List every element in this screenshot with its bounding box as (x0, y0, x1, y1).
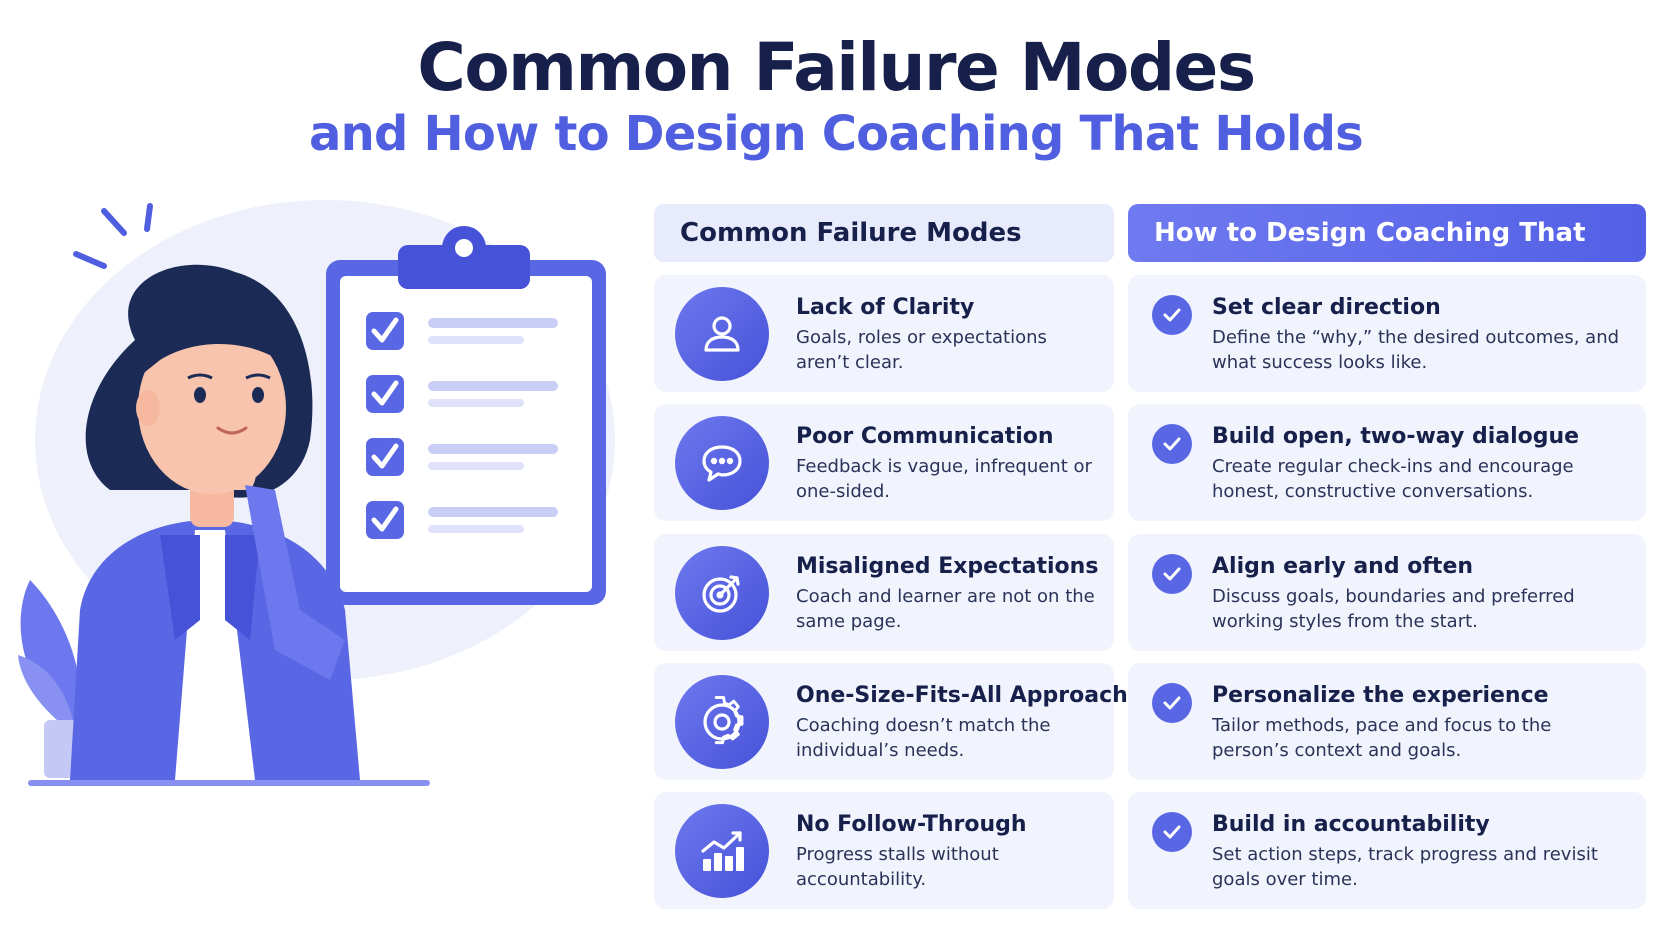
solution-title: Set clear direction (1212, 295, 1441, 320)
check-icon (1152, 683, 1192, 723)
user-icon (675, 287, 769, 381)
failure-card-one-size-fits-all: One-Size-Fits-All Approach Coaching does… (654, 663, 1128, 780)
solution-card-accountability: Build in accountability Set action steps… (1128, 792, 1646, 909)
failure-card-misaligned-expectations: Misaligned Expectations Coach and learne… (654, 534, 1114, 651)
chat-bubble-icon (675, 416, 769, 510)
solution-desc: Discuss goals, boundaries and preferred … (1212, 586, 1575, 632)
solution-desc: Set action steps, track progress and rev… (1212, 844, 1598, 890)
check-icon (1152, 554, 1192, 594)
solution-desc: Create regular check-ins and encourage h… (1212, 456, 1574, 502)
solution-card-align-early: Align early and often Discuss goals, bou… (1128, 534, 1646, 651)
solution-card-set-clear-direction: Set clear direction Define the “why,” th… (1128, 275, 1646, 392)
page-subtitle: and How to Design Coaching That Holds (309, 106, 1364, 162)
failure-desc: Coach and learner are not on the same pa… (796, 586, 1095, 632)
page-title: Common Failure Modes (417, 29, 1256, 106)
solution-card-personalize: Personalize the experience Tailor method… (1128, 663, 1646, 780)
failure-card-lack-of-clarity: Lack of Clarity Goals, roles or expectat… (654, 275, 1114, 392)
failure-desc: Feedback is vague, infrequent or one-sid… (796, 456, 1092, 502)
woman-figure (70, 264, 360, 780)
failure-title: No Follow-Through (796, 812, 1027, 837)
clipboard-icon (326, 226, 606, 605)
target-icon (675, 546, 769, 640)
failure-card-no-follow-through: No Follow-Through Progress stalls withou… (654, 792, 1114, 909)
failure-title: Poor Communication (796, 424, 1054, 449)
solution-title: Personalize the experience (1212, 683, 1549, 708)
failure-desc: Progress stalls without accountability. (796, 844, 999, 890)
failure-title: Misaligned Expectations (796, 554, 1099, 579)
solution-title: Build in accountability (1212, 812, 1490, 837)
checklist-rows (366, 312, 558, 539)
solution-desc: Tailor methods, pace and focus to the pe… (1212, 715, 1552, 761)
failure-card-poor-communication: Poor Communication Feedback is vague, in… (654, 404, 1114, 521)
solution-card-two-way-dialogue: Build open, two-way dialogue Create regu… (1128, 404, 1646, 521)
check-icon (1152, 295, 1192, 335)
failure-desc: Coaching doesn’t match the individual’s … (796, 715, 1051, 761)
idea-spark-icon (73, 203, 153, 269)
check-icon (1152, 812, 1192, 852)
thinking-woman-illustration (18, 200, 615, 786)
solution-title: Build open, two-way dialogue (1212, 424, 1580, 449)
failure-desc: Goals, roles or expectations aren’t clea… (796, 327, 1047, 373)
coaching-design-header: How to Design Coaching That Holds (1128, 204, 1646, 306)
solution-desc: Define the “why,” the desired outcomes, … (1212, 327, 1620, 373)
failure-title: One-Size-Fits-All Approach (796, 683, 1128, 708)
check-icon (1152, 424, 1192, 464)
chart-growth-icon (675, 804, 769, 898)
failure-modes-header: Common Failure Modes (654, 204, 1114, 262)
solution-title: Align early and often (1212, 554, 1474, 579)
gear-icon (675, 675, 769, 769)
failure-title: Lack of Clarity (796, 295, 975, 320)
